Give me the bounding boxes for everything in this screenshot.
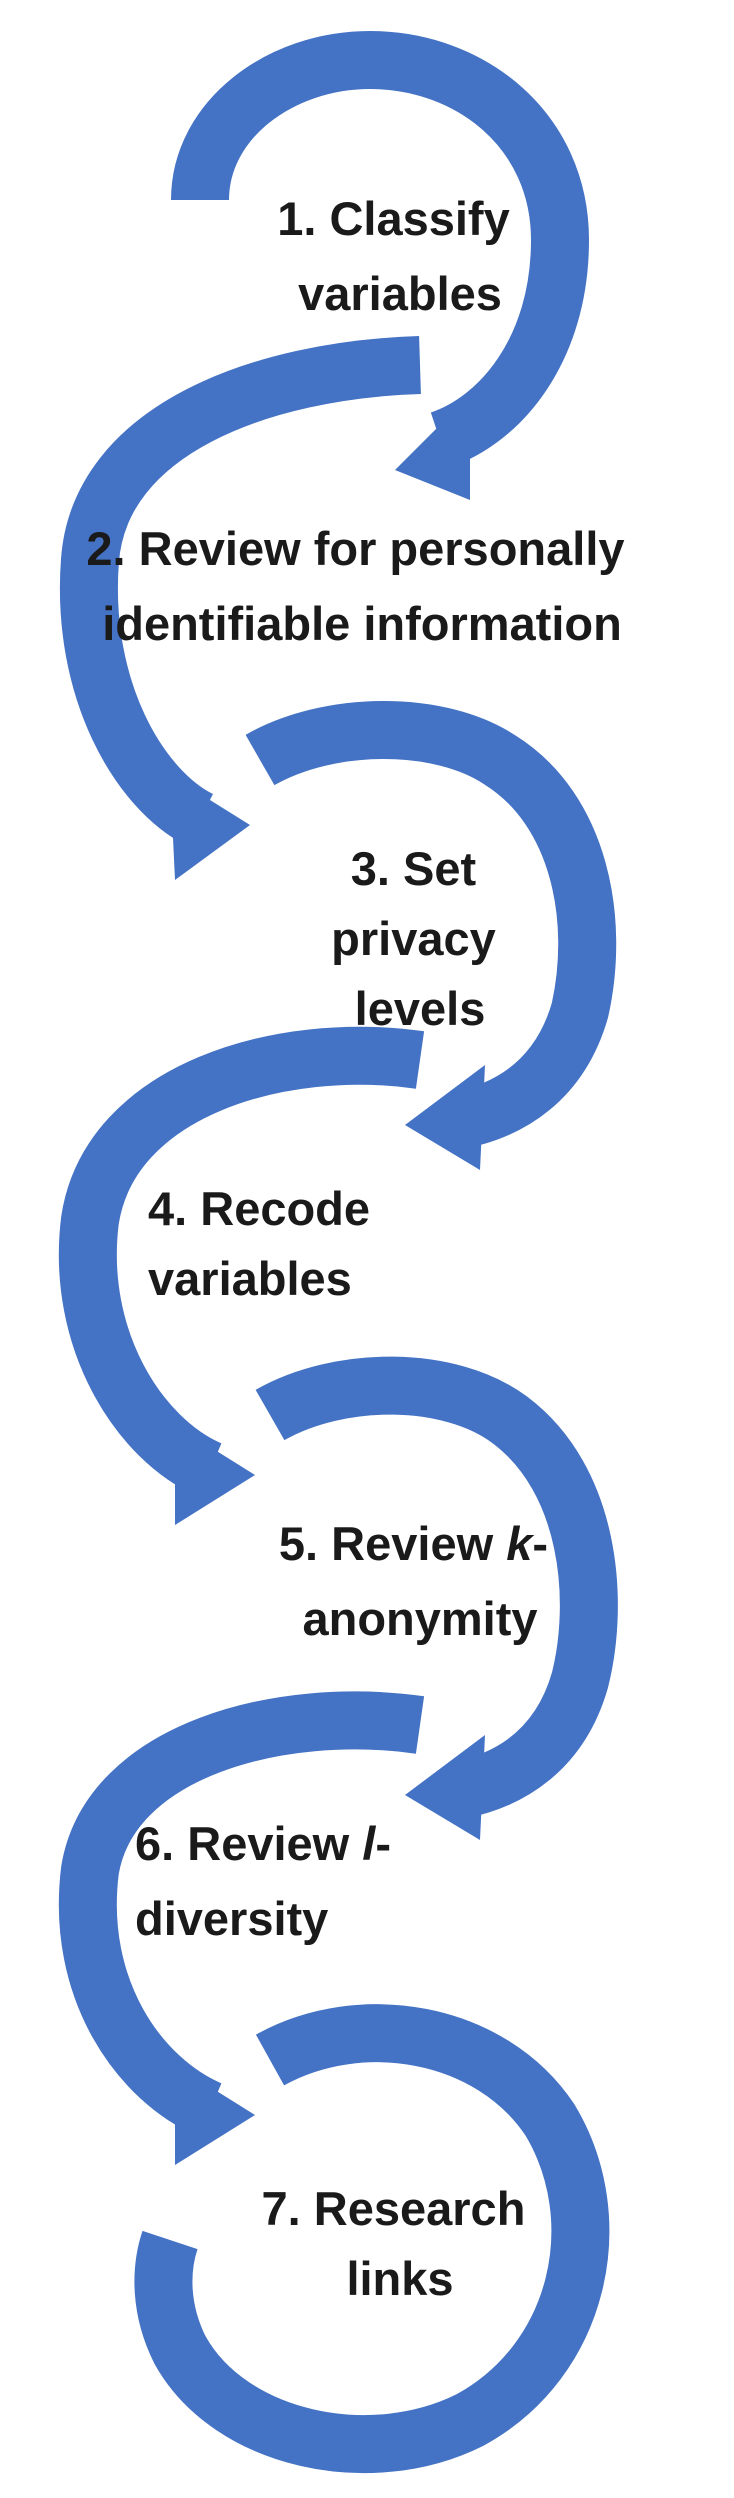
step-7-line-2: links	[346, 2252, 453, 2305]
step-6-line-2: diversity	[135, 1892, 328, 1945]
step-5-line-1: 5. Review k-	[279, 1517, 548, 1570]
step-2-label: 2. Review for personally identifiable in…	[86, 522, 637, 650]
step-6-line-1: 6. Review l-	[135, 1817, 391, 1870]
step-6-label: 6. Review l- diversity	[135, 1817, 404, 1945]
step-3-line-1: 3. Set	[351, 842, 477, 895]
step-2-line-1: 2. Review for personally	[86, 522, 624, 575]
step-5-label: 5. Review k- anonymity	[279, 1517, 561, 1645]
step-3-line-3: levels	[355, 982, 486, 1035]
step-7-label: 7. Research links	[262, 2182, 539, 2305]
step-4-line-2: variables	[148, 1252, 352, 1305]
step-7-line-1: 7. Research	[262, 2182, 526, 2235]
step-3-arrow	[245, 701, 617, 1170]
step-5-arrow	[255, 1356, 618, 1840]
step-1-label: 1. Classify variables	[277, 192, 523, 320]
step-1-line-1: 1. Classify	[277, 192, 510, 245]
step-5-line-2: anonymity	[302, 1592, 537, 1645]
step-1-arrow	[171, 30, 590, 500]
step-3-label: 3. Set privacy levels	[331, 842, 509, 1035]
step-6-arrow	[58, 1691, 425, 2165]
step-2-arrow	[59, 336, 421, 880]
step-4-line-1: 4. Recode	[148, 1182, 370, 1235]
step-4-label: 4. Recode variables	[148, 1182, 383, 1305]
step-2-line-2: identifiable information	[102, 597, 622, 650]
step-4-arrow	[58, 1026, 425, 1525]
step-3-line-2: privacy	[331, 912, 496, 965]
step-1-line-2: variables	[298, 267, 502, 320]
step-7-arrow	[134, 2004, 610, 2474]
